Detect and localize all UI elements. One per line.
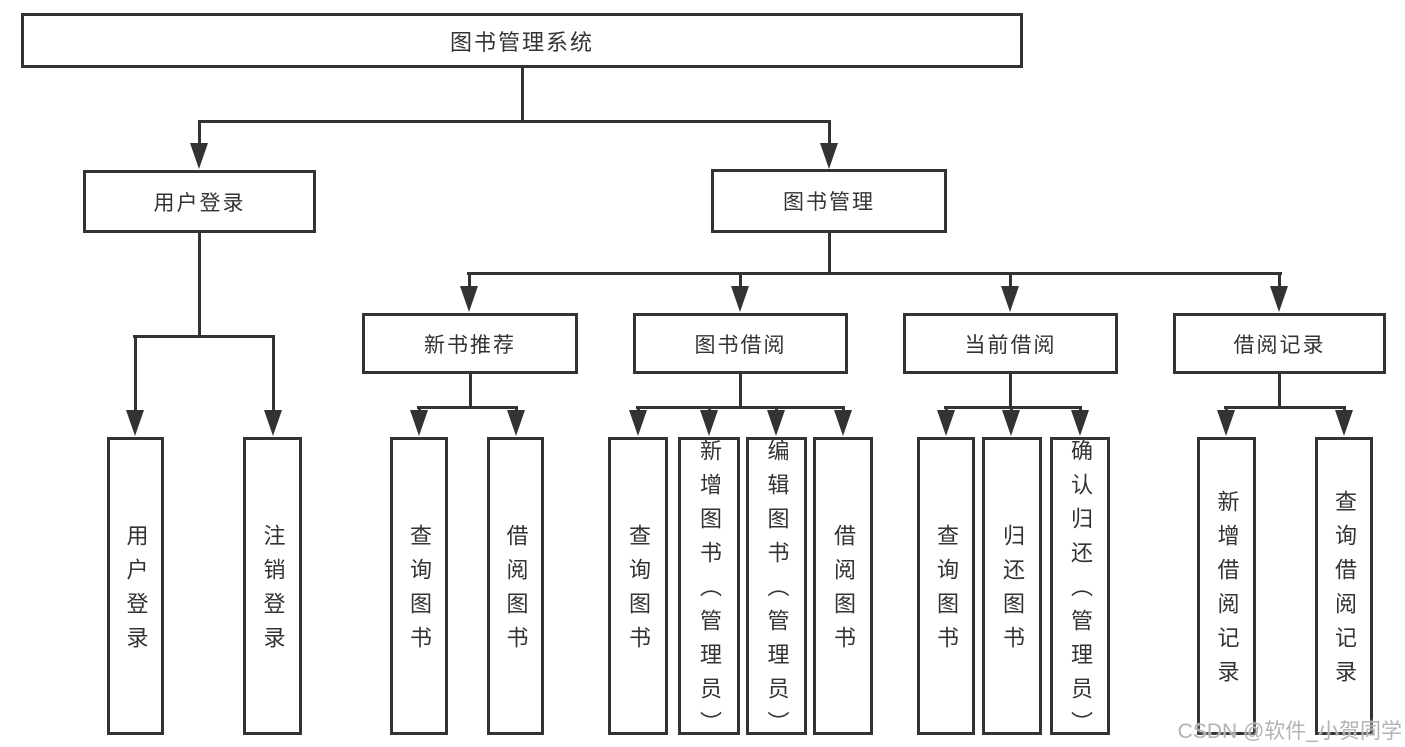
csdn-watermark: CSDN @软件_小贺同学 [1177,720,1402,743]
arrowhead [937,410,955,436]
leaf-label: 编辑图书（管理员） [764,439,790,745]
leaf-logout: 注销登录 [243,437,302,735]
leaf-label: 查询图书 [934,524,959,660]
leaf-label: 新增借阅记录 [1214,490,1240,694]
node-label: 图书借阅 [694,333,787,357]
connector-drop-book-borrow [739,272,742,289]
connector-login-stem [198,233,201,336]
arrowhead [1002,410,1020,436]
arrowhead [834,410,852,436]
connector-records-stem [1278,374,1281,407]
node-book-management: 图书管理 [711,169,947,233]
node-user-login: 用户登录 [83,170,316,233]
connector-drop-login-leaf2 [272,335,275,412]
arrowhead-login-leaf2 [264,410,282,436]
node-label: 图书管理系统 [449,29,594,55]
leaf-confirm-return-admin: 确认归还（管理员） [1050,437,1110,745]
arrowhead [1071,410,1089,436]
arrowhead [767,410,785,436]
leaf-user-login: 用户登录 [107,437,164,735]
connector-login-splitter [133,335,275,338]
leaf-add-book-admin: 新增图书（管理员） [678,437,740,745]
node-label: 新书推荐 [424,333,516,357]
leaf-label: 用户登录 [123,524,149,660]
connector-current-stem [1009,374,1012,407]
arrowhead-book-mgmt [820,143,838,169]
leaf-return-books: 归还图书 [982,437,1042,735]
node-borrow-records: 借阅记录 [1173,313,1386,374]
leaf-add-borrow-record: 新增借阅记录 [1197,437,1256,735]
node-current-borrow: 当前借阅 [903,313,1118,374]
connector-drop-new-book [468,272,471,289]
arrowhead-login-leaf1 [126,410,144,436]
leaf-query-borrow-record: 查询借阅记录 [1315,437,1373,735]
leaf-label: 查询借阅记录 [1332,490,1357,694]
leaf-borrow-books: 借阅图书 [813,437,873,735]
connector-drop-book-mgmt [828,120,831,145]
connector-current-splitter [944,406,1082,409]
arrowhead-new-book [460,286,478,312]
arrowhead [410,410,428,436]
node-library-system: 图书管理系统 [21,13,1023,68]
connector-drop-login-leaf1 [134,335,137,412]
leaf-query-books-current: 查询图书 [917,437,975,735]
connector-records-splitter [1224,406,1346,409]
arrowhead [1335,410,1353,436]
connector-mgmt-stem [828,233,831,274]
arrowhead-borrow-records [1270,286,1288,312]
leaf-label: 归还图书 [1000,524,1025,660]
arrowhead [1217,410,1235,436]
arrowhead [507,410,525,436]
leaf-label: 查询图书 [407,524,432,660]
leaf-label: 确认归还（管理员） [1068,439,1093,745]
arrowhead-user-login [190,143,208,169]
leaf-edit-book-admin: 编辑图书（管理员） [746,437,807,745]
arrowhead-book-borrow [731,286,749,312]
connector-mgmt-splitter [467,272,1282,275]
connector-drop-user-login [198,120,201,145]
node-label: 用户登录 [153,191,246,215]
arrowhead [700,410,718,436]
connector-borrow-splitter [636,406,845,409]
leaf-label: 新增图书（管理员） [697,439,722,745]
connector-drop-current-borrow [1009,272,1012,289]
node-new-book-recommend: 新书推荐 [362,313,578,374]
connector-root-stem [521,68,524,121]
connector-drop-borrow-records [1278,272,1281,289]
connector-root-splitter [198,120,831,123]
arrowhead [629,410,647,436]
leaf-borrow-books-recommend: 借阅图书 [487,437,544,735]
leaf-label: 注销登录 [260,524,286,660]
connector-borrow-stem [739,374,742,407]
node-label: 借阅记录 [1233,333,1326,357]
leaf-query-books-borrow: 查询图书 [608,437,668,735]
connector-recommend-splitter [417,406,518,409]
leaf-label: 查询图书 [626,524,651,660]
leaf-query-books-recommend: 查询图书 [390,437,448,735]
node-book-borrow: 图书借阅 [633,313,848,374]
connector-recommend-stem [469,374,472,407]
arrowhead-current-borrow [1001,286,1019,312]
leaf-label: 借阅图书 [503,524,529,660]
node-label: 图书管理 [783,191,875,214]
leaf-label: 借阅图书 [831,524,856,660]
node-label: 当前借阅 [964,333,1057,357]
